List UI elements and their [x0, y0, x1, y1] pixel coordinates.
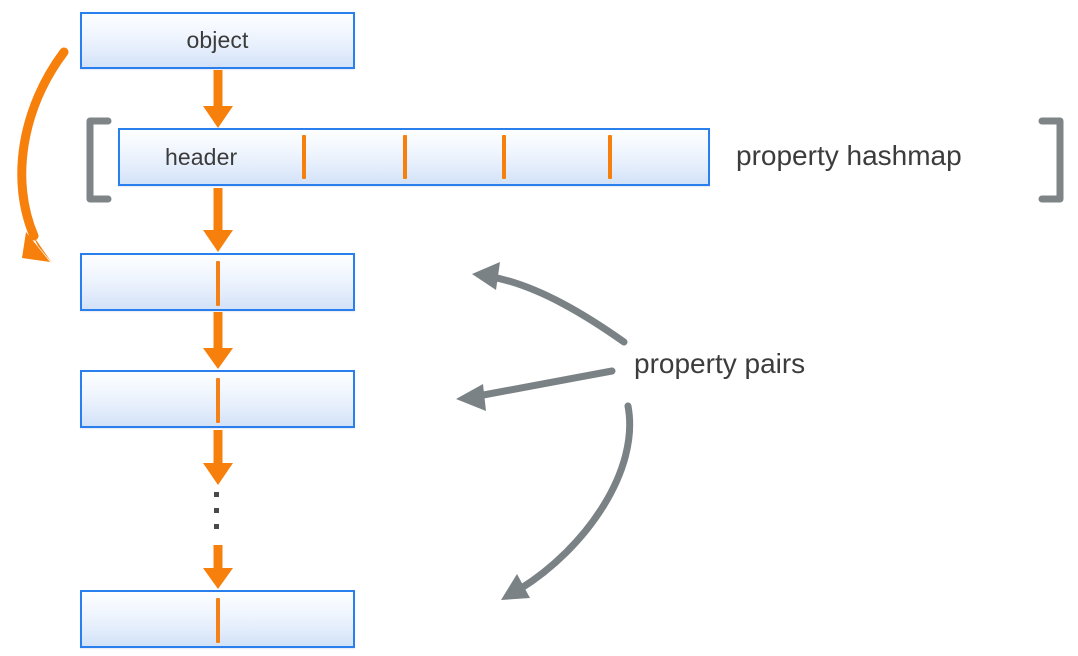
ellipsis-dot	[214, 492, 219, 497]
orange-curve-object-to-pair	[17, 47, 69, 263]
orange-arrow-ellipsis-to-pair3	[203, 545, 233, 589]
gray-arrow-to-pair3	[501, 402, 634, 600]
property-hashmap-row: header	[118, 128, 710, 186]
ellipsis-dot	[214, 508, 219, 513]
property-hashmap-caption: property hashmap	[736, 140, 962, 171]
ellipsis-dot	[214, 524, 219, 529]
vertical-ellipsis-icon	[214, 492, 222, 536]
header-label: header	[165, 143, 238, 170]
pair-divider-icon	[215, 261, 220, 306]
property-pair-box-2	[80, 370, 355, 428]
property-pairs-caption: property pairs	[634, 348, 806, 379]
bracket-right	[1038, 117, 1064, 203]
gray-arrow-to-pair2	[456, 367, 616, 411]
orange-arrow-pair2-to-ellipsis	[203, 430, 233, 485]
hashmap-slot-divider-2	[403, 135, 407, 179]
orange-arrow-object-to-hashmap	[203, 70, 233, 128]
hashmap-slot-divider-3	[502, 135, 506, 179]
hashmap-slot-divider-4	[608, 135, 612, 179]
object-box: object	[80, 12, 355, 69]
bracket-left	[86, 117, 112, 203]
gray-arrow-to-pair1	[472, 262, 628, 346]
pair-divider-icon	[215, 378, 220, 423]
pair-divider-icon	[215, 598, 220, 643]
orange-arrow-hashmap-to-pair1	[203, 188, 233, 252]
hashmap-slot-divider-1	[302, 135, 306, 179]
orange-arrow-pair1-to-pair2	[203, 312, 233, 369]
object-label: object	[186, 27, 249, 53]
property-pair-box-1	[80, 253, 355, 311]
property-pair-box-3	[80, 590, 355, 648]
